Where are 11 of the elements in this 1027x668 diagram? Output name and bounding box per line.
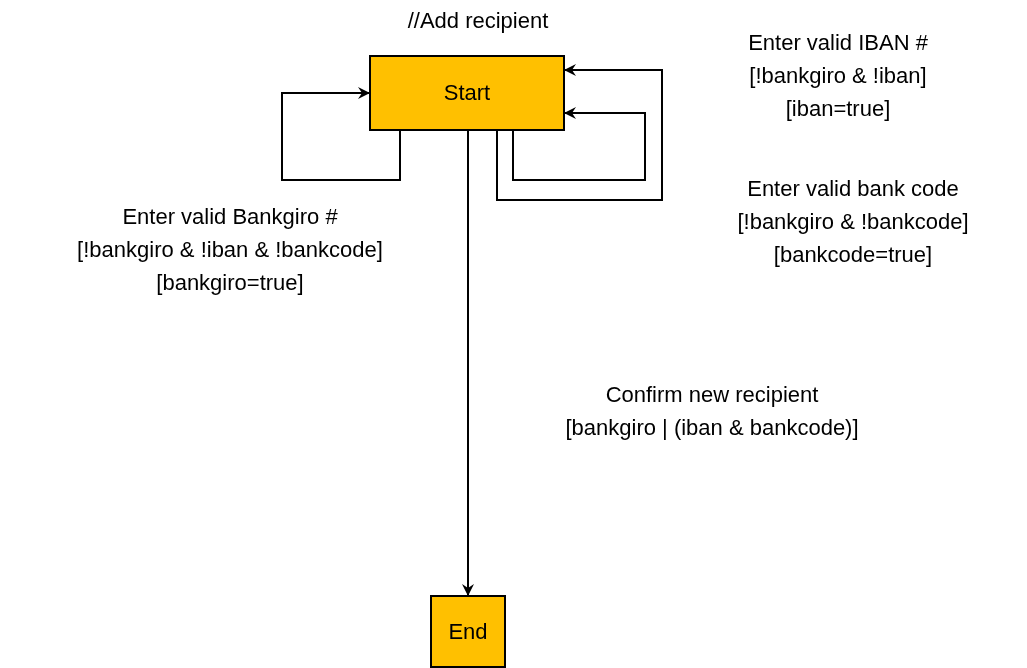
edge-label: Enter valid bank code [!bankgiro & !bankcode] [bankcode=true] — [737, 175, 969, 269]
state-box: Start — [369, 55, 565, 131]
edge-label: Confirm new recipient [bankgiro | (iban & bankcode)] — [565, 381, 859, 442]
arrow — [462, 130, 474, 596]
edge-label: Enter valid Bankgiro # [!bankgiro & !iban & !bankcode] [bankgiro=true] — [77, 203, 383, 297]
edge-label: Enter valid IBAN # [!bankgiro & !iban] [iban=true] — [748, 29, 928, 123]
arrow — [281, 87, 401, 181]
node-caption: //Add recipient — [407, 7, 549, 35]
arrow — [512, 107, 646, 181]
state-box: End — [430, 595, 506, 668]
arrow — [496, 64, 663, 201]
